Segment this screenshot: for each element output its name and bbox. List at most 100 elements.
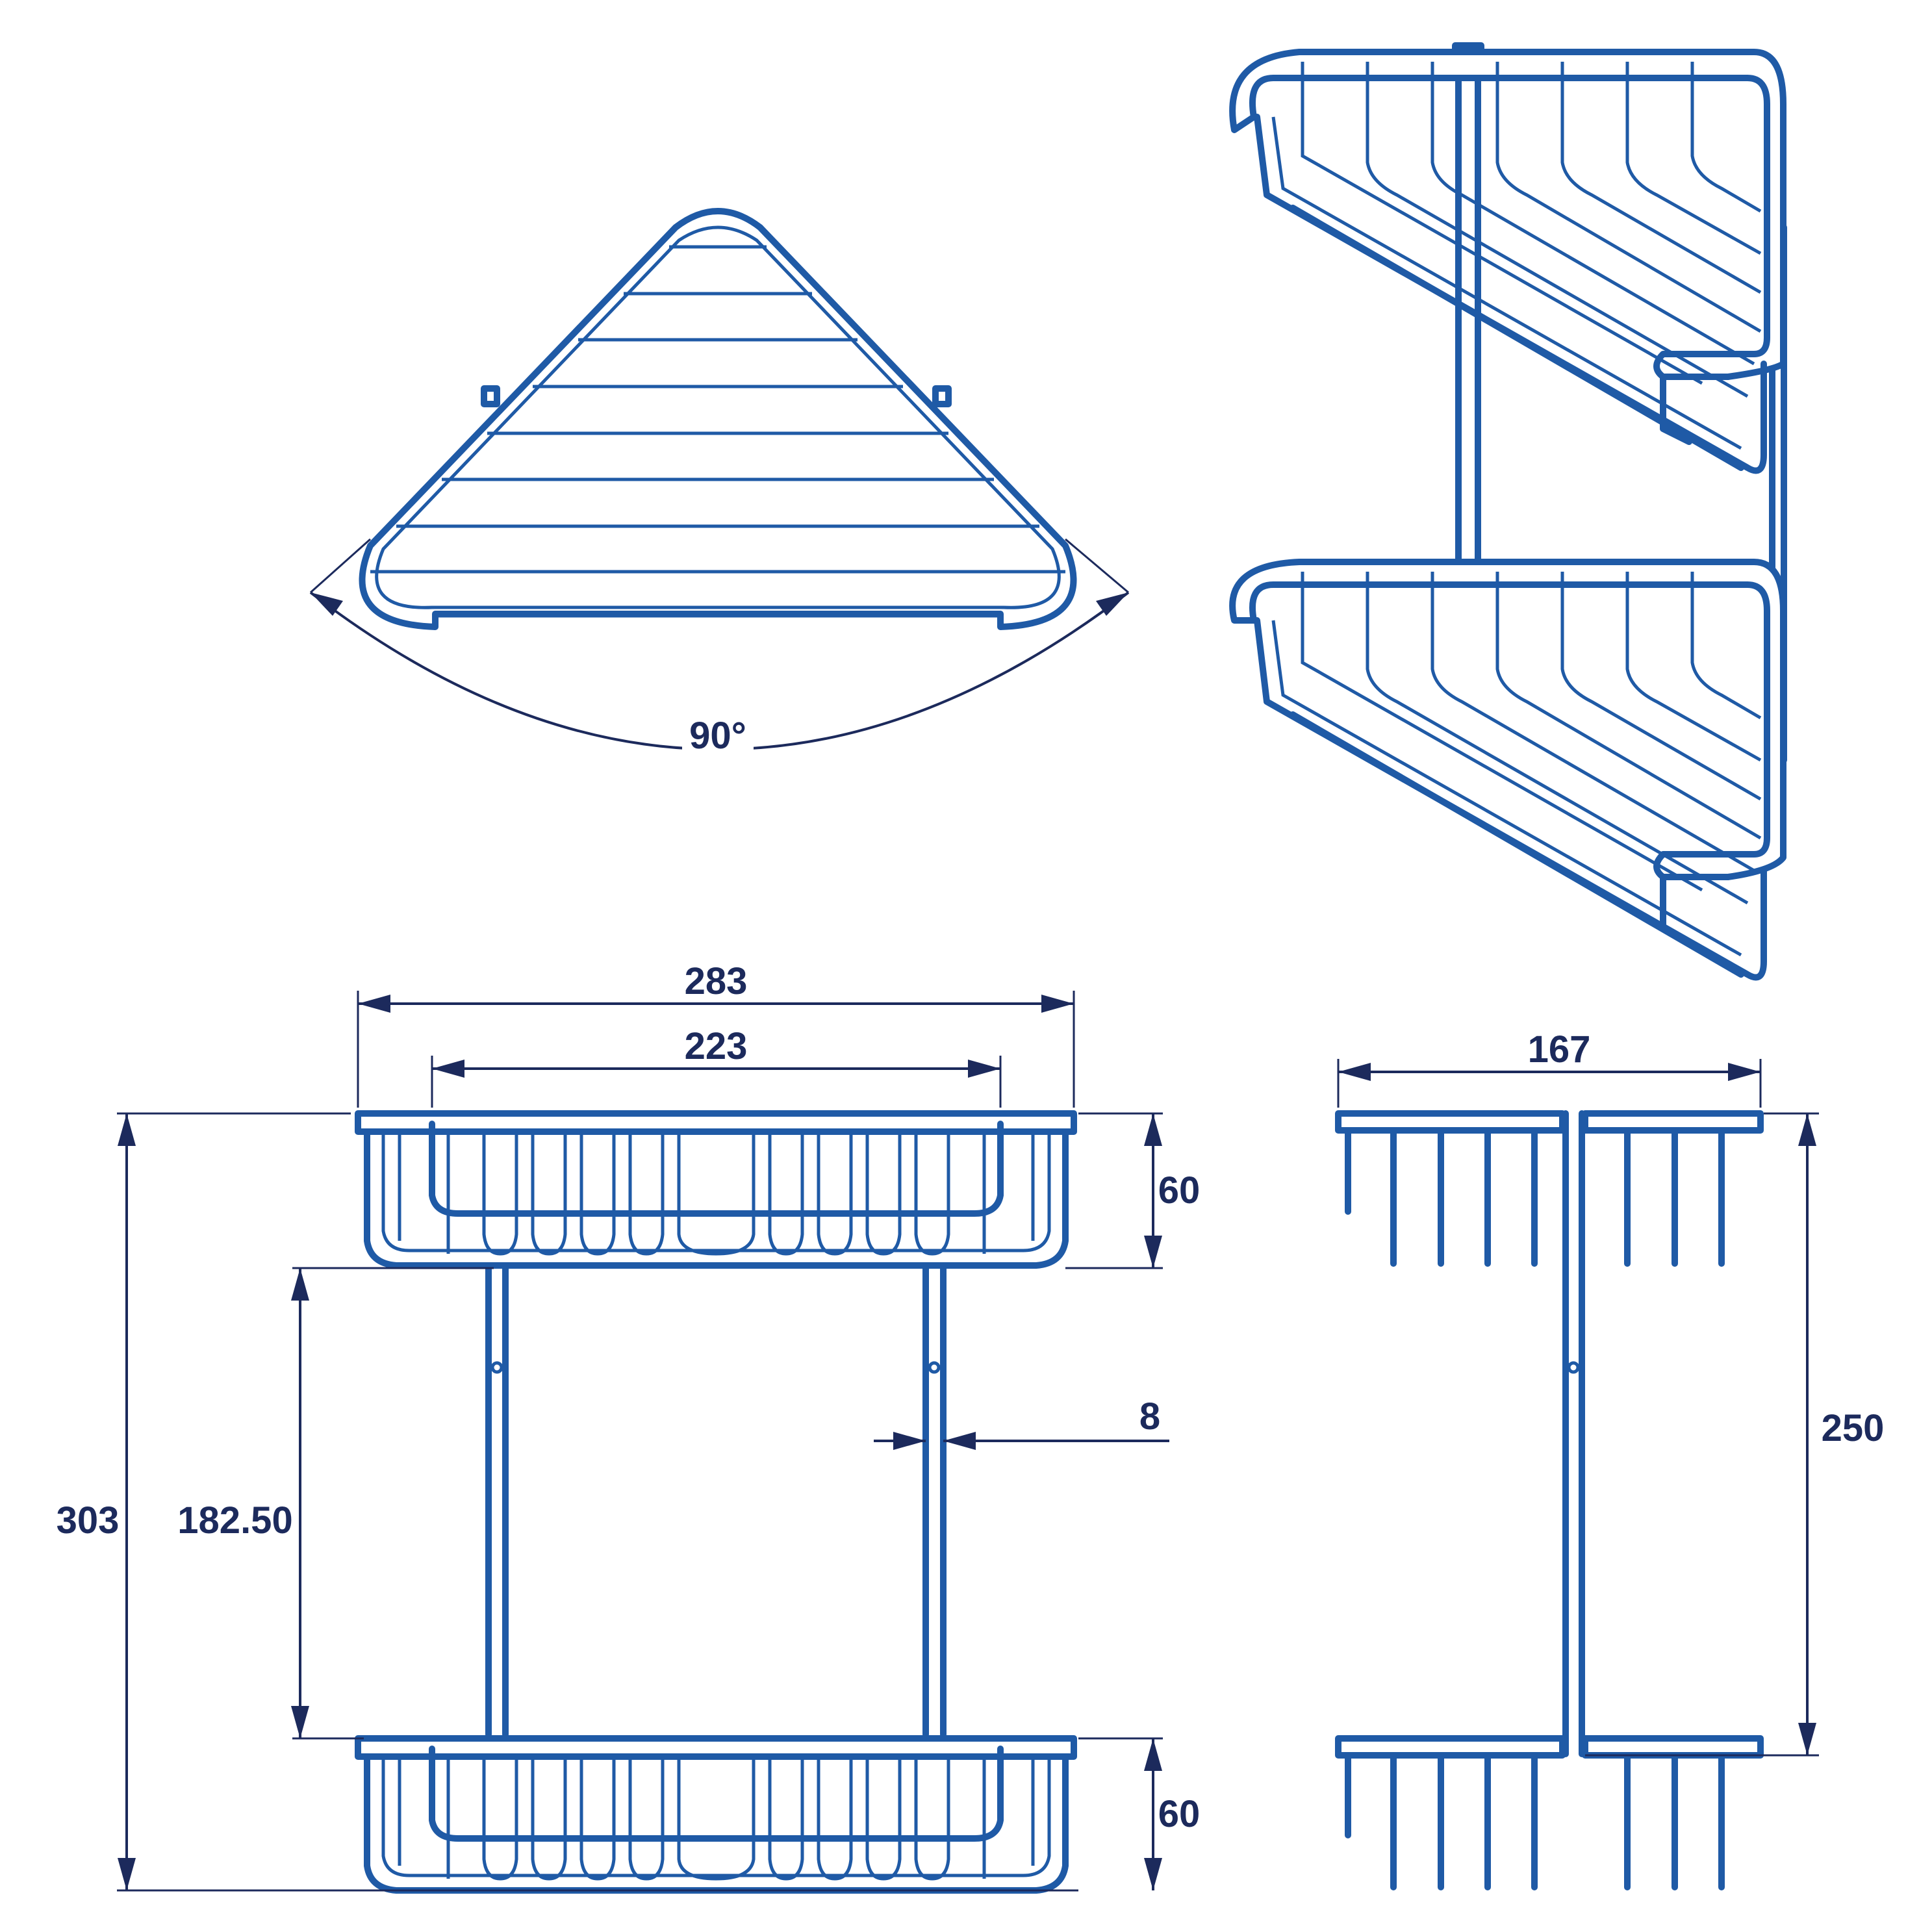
label-inner-width: 223: [685, 1025, 748, 1067]
rib: [1560, 572, 1762, 801]
dim-overall-width: 283: [357, 960, 1075, 1108]
rib: [1625, 62, 1762, 255]
rib: [628, 1132, 665, 1256]
label-mount-height: 250: [1822, 1407, 1885, 1449]
label-overall-height: 303: [57, 1499, 120, 1542]
rib: [817, 1757, 853, 1881]
angle-label: 90°: [689, 715, 746, 757]
front-bottom-outer: [364, 1753, 1069, 1894]
rib: [914, 1132, 950, 1256]
iso-top-ribs: [1301, 62, 1762, 398]
dim-shelf-height-bottom: 60: [1078, 1737, 1200, 1890]
top-view-bars: [370, 245, 1065, 618]
rib: [865, 1132, 902, 1256]
top-view-frame: [359, 208, 1077, 630]
iso-bottom-ribs: [1301, 572, 1762, 905]
label-depth: 167: [1528, 1028, 1591, 1071]
top-view-frame-inner: [375, 225, 1061, 609]
isometric-view: [1229, 42, 1787, 981]
arrow: [1144, 1738, 1162, 1771]
front-bottom-tray: [429, 1746, 1004, 1842]
label-gap: 182.50: [177, 1499, 292, 1542]
front-basket-bottom: [355, 1735, 1077, 1894]
iso-basket-bottom: [1229, 559, 1786, 981]
rib: [677, 1757, 756, 1881]
arrow: [1798, 1723, 1816, 1755]
rib: [482, 1757, 518, 1881]
top-view: 90°: [309, 208, 1130, 759]
rib: [628, 1757, 665, 1881]
iso-bottom-bottom-wire-2: [1660, 874, 1692, 945]
rib: [1430, 572, 1755, 872]
dim-tube-diameter: 8: [874, 1395, 1169, 1450]
rib: [1560, 62, 1762, 294]
arrow: [291, 1706, 309, 1738]
angle-ext-right: [1065, 538, 1129, 594]
rib: [579, 1757, 616, 1881]
rib: [865, 1757, 902, 1881]
front-screw-hole: [928, 1361, 941, 1374]
arrow: [1041, 995, 1074, 1013]
front-basket-top: [355, 1110, 1077, 1269]
dim-overall-height: 303: [57, 1112, 1078, 1892]
front-bottom-inner: [381, 1757, 1051, 1877]
rib: [1301, 572, 1703, 892]
iso-top-body: [1254, 114, 1767, 474]
angle-arrow-left: [311, 592, 343, 616]
arrow: [1144, 1113, 1162, 1146]
front-top-rim: [355, 1110, 1077, 1135]
rib: [1690, 572, 1762, 720]
rib: [1495, 62, 1762, 333]
front-top-tray: [429, 1121, 1004, 1217]
front-bottom-ribs: [398, 1757, 1035, 1881]
iso-basket-top: [1229, 49, 1786, 474]
rib: [482, 1132, 518, 1256]
arrow: [118, 1858, 136, 1890]
rib: [579, 1132, 616, 1256]
angle-ext-left: [310, 538, 371, 594]
angle-label-bg: [682, 713, 754, 759]
dim-mount-height: 250: [1585, 1112, 1885, 1757]
mount-tab-left: [481, 385, 500, 407]
rib: [1625, 572, 1762, 762]
rib: [914, 1757, 950, 1881]
front-view: 283 223 303 182.50: [57, 960, 1201, 1894]
rib: [1366, 572, 1749, 905]
front-top-inner: [381, 1132, 1051, 1252]
rib: [531, 1757, 567, 1881]
arrow: [1798, 1113, 1816, 1146]
label-overall-width: 283: [685, 960, 748, 1002]
arrow: [943, 1432, 976, 1450]
rib: [1690, 62, 1762, 213]
iso-bottom-body: [1254, 617, 1767, 981]
side-top-prongs: [1345, 1127, 1725, 1267]
iso-bottom-rim: [1229, 559, 1786, 880]
rib: [817, 1132, 853, 1256]
rib: [1495, 572, 1762, 840]
mount-tab-right: [932, 385, 952, 407]
side-bottom-rim-left: [1335, 1735, 1566, 1759]
rib: [677, 1132, 756, 1256]
arrow: [432, 1060, 464, 1078]
arrow: [291, 1268, 309, 1301]
arrow: [118, 1113, 136, 1146]
label-shelf-height-top: 60: [1158, 1169, 1201, 1212]
rib: [1301, 62, 1703, 385]
dim-shelf-height-top: 60: [1065, 1112, 1201, 1269]
arrow: [1144, 1236, 1162, 1268]
iso-top-bottom-wire: [1290, 205, 1744, 471]
arrow: [968, 1060, 1000, 1078]
arrow: [893, 1432, 926, 1450]
front-top-outer: [364, 1128, 1069, 1269]
side-top-rim-left: [1335, 1110, 1566, 1134]
rib: [1366, 62, 1749, 398]
front-bottom-rim: [355, 1735, 1077, 1760]
rib: [531, 1132, 567, 1256]
side-bottom-prongs: [1345, 1752, 1725, 1890]
iso-top-bottom-wire-2: [1660, 374, 1692, 445]
dim-inner-width: 223: [431, 1025, 1002, 1108]
label-tube-diameter: 8: [1139, 1395, 1160, 1438]
angle-arrow-right: [1096, 592, 1128, 616]
rib: [768, 1132, 804, 1256]
